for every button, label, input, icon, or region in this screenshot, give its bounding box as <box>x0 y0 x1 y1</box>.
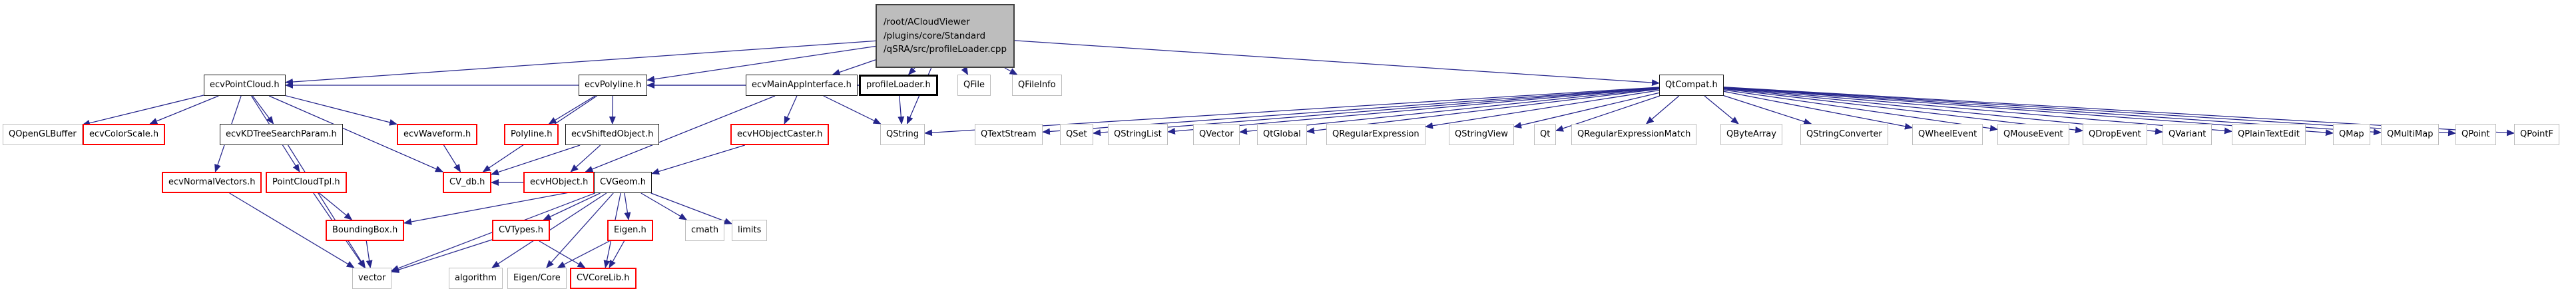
edge-pointcloud-to-qopenglbuffer <box>82 95 204 127</box>
graph-node-qmap: QMap <box>2333 124 2370 145</box>
edge-cvgeom-to-cmath <box>641 192 688 220</box>
graph-node-shiftedobject[interactable]: ecvShiftedObject.h <box>565 124 660 145</box>
graph-node-qbytearray: QByteArray <box>1720 124 1782 145</box>
edge-waveform-to-cvdb <box>443 145 461 172</box>
graph-node-polyline_lib[interactable]: Polyline.h <box>504 124 559 145</box>
graph-node-cvgeom[interactable]: CVGeom.h <box>594 172 652 193</box>
edge-cvtypes-to-cvcorelib <box>539 240 586 268</box>
edge-shiftedobject-to-cvdb <box>491 145 581 176</box>
graph-node-kdtree[interactable]: ecvKDTreeSearchParam.h <box>220 124 343 145</box>
edge-eigen-to-cvcorelib <box>609 240 625 268</box>
graph-node-qopenglbuffer: QOpenGLBuffer <box>3 124 83 145</box>
graph-node-cvdb[interactable]: CV_db.h <box>443 172 492 193</box>
graph-node-qpoint: QPoint <box>2455 124 2496 145</box>
graph-node-cvcorelib[interactable]: CVCoreLib.h <box>570 268 637 289</box>
edge-hobjectcaster-to-cvgeom <box>651 145 745 175</box>
edge-root-to-qfile <box>961 66 969 75</box>
edge-pointcloudtpl-to-boundingbox <box>319 192 353 220</box>
graph-node-pointcloudtpl[interactable]: PointCloudTpl.h <box>266 172 347 193</box>
edge-qtcompat-to-qbytearray <box>1704 95 1739 125</box>
graph-node-hobjectcaster[interactable]: ecvHObjectCaster.h <box>730 124 830 145</box>
graph-node-eigen[interactable]: Eigen.h <box>607 220 653 241</box>
edge-cvgeom-to-boundingbox <box>403 187 595 225</box>
edge-pointcloud-to-colorscale <box>149 95 219 125</box>
edge-qtcompat-to-qregularexpressionmatch <box>1645 95 1680 125</box>
edge-pointcloud-to-kdtree <box>252 95 274 125</box>
graph-node-limits: limits <box>732 220 768 241</box>
graph-node-qvariant: QVariant <box>2163 124 2212 145</box>
edge-pointcloud-to-waveform <box>285 95 397 126</box>
graph-node-qstringview: QStringView <box>1449 124 1514 145</box>
graph-node-qtextstream: QTextStream <box>975 124 1043 145</box>
graph-node-qtglobal: QtGlobal <box>1257 124 1307 145</box>
graph-node-qwheelevent: QWheelEvent <box>1912 124 1983 145</box>
graph-node-qstringconverter: QStringConverter <box>1800 124 1888 145</box>
edge-profileloader_h-to-qstring <box>898 95 905 125</box>
graph-node-profileloader_h[interactable]: profileLoader.h <box>859 75 938 96</box>
graph-node-cvtypes[interactable]: CVTypes.h <box>492 220 550 241</box>
edge-shiftedobject-to-hobject <box>570 145 601 172</box>
graph-node-colorscale[interactable]: ecvColorScale.h <box>83 124 166 145</box>
graph-node-qregularexpressionmatch: QRegularExpressionMatch <box>1571 124 1697 145</box>
graph-node-qpointf: QPointF <box>2514 124 2559 145</box>
graph-node-eigencore: Eigen/Core <box>507 268 567 289</box>
edge-qtcompat-to-qwheelevent <box>1723 91 1913 130</box>
edge-root-to-profileloader_h <box>907 67 916 75</box>
edge-mainapp-to-hobjectcaster <box>784 95 798 125</box>
edge-boundingbox-to-vector <box>366 240 373 268</box>
graph-node-algorithm: algorithm <box>449 268 503 289</box>
graph-node-qstringlist: QStringList <box>1108 124 1168 145</box>
graph-node-polyline[interactable]: ecvPolyline.h <box>579 75 648 96</box>
graph-node-waveform[interactable]: ecvWaveform.h <box>397 124 478 145</box>
graph-node-boundingbox[interactable]: BoundingBox.h <box>326 220 405 241</box>
edge-cvgeom-to-eigen <box>624 192 631 220</box>
graph-node-qdropevent: QDropEvent <box>2083 124 2147 145</box>
edge-root-to-mainapp <box>832 59 876 76</box>
graph-node-mainapp[interactable]: ecvMainAppInterface.h <box>746 75 858 96</box>
edge-root-to-qtcompat <box>1014 40 1660 87</box>
graph-node-hobject[interactable]: ecvHObject.h <box>523 172 595 193</box>
edge-root-to-qfileinfo <box>1004 67 1018 75</box>
graph-node-qvector: QVector <box>1193 124 1240 145</box>
edge-kdtree-to-vector <box>288 145 366 268</box>
graph-node-normalvectors[interactable]: ecvNormalVectors.h <box>162 172 262 193</box>
graph-node-qmouseevent: QMouseEvent <box>1997 124 2069 145</box>
edge-cvgeom-to-cvtypes <box>543 192 601 220</box>
graph-node-qmultimap: QMultiMap <box>2381 124 2440 145</box>
graph-node-qfile: QFile <box>957 75 991 96</box>
graph-node-qset: QSet <box>1060 124 1093 145</box>
graph-node-qplaintextedit: QPlainTextEdit <box>2232 124 2306 145</box>
edge-mainapp-to-qstring <box>823 95 882 125</box>
graph-node-cmath: cmath <box>685 220 725 241</box>
graph-node-qregularexpression: QRegularExpression <box>1326 124 1425 145</box>
edge-polyline-to-polyline_lib <box>548 95 596 125</box>
graph-node-root: /root/ACloudViewer /plugins/core/Standar… <box>876 4 1015 68</box>
graph-node-qstring: QString <box>880 124 925 145</box>
edge-qtcompat-to-qregularexpression <box>1425 89 1660 129</box>
edge-qtcompat-to-qstringview <box>1513 92 1660 129</box>
graph-node-qtcompat[interactable]: QtCompat.h <box>1659 75 1724 96</box>
graph-node-pointcloud[interactable]: ecvPointCloud.h <box>204 75 286 96</box>
edge-qtcompat-to-qstringconverter <box>1723 95 1812 125</box>
edge-cvgeom-to-eigencore <box>546 192 614 268</box>
graph-node-qfileinfo: QFileInfo <box>1012 75 1062 96</box>
edge-eigen-to-eigencore <box>557 240 610 268</box>
graph-node-qt: Qt <box>1534 124 1557 145</box>
graph-node-vector: vector <box>352 268 392 289</box>
